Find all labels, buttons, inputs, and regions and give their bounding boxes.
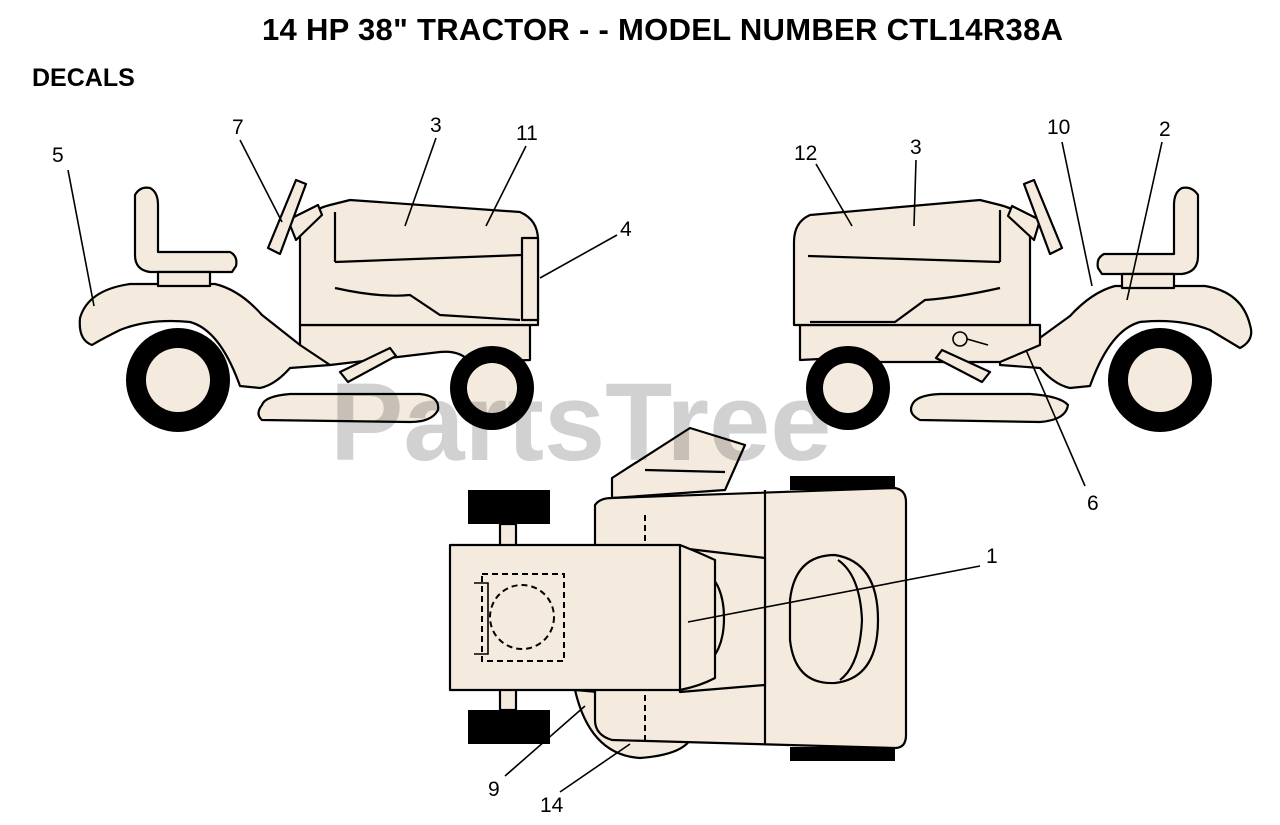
seat-base-left	[156, 270, 212, 288]
mower-deck-right	[909, 392, 1070, 424]
callout-5: 5	[52, 144, 64, 167]
steering-wheel-right	[1022, 178, 1064, 256]
pedal-right	[934, 348, 992, 384]
callout-9: 9	[488, 778, 500, 801]
callout-labels: 7 3 11 4 5 12 3 10 2 6 1 9 14	[52, 114, 1171, 817]
steering-column-right	[1006, 204, 1042, 242]
callout-14: 14	[540, 794, 564, 817]
leader-lines	[67, 137, 1163, 793]
callout-2: 2	[1159, 118, 1171, 141]
callout-3-right: 3	[910, 136, 922, 159]
callout-4: 4	[620, 218, 632, 241]
rear-fender-right	[998, 284, 1253, 390]
seat-left	[133, 186, 238, 274]
watermark: PartsTree	[330, 361, 831, 484]
tractor-right-side-view	[792, 178, 1253, 432]
section-heading: DECALS	[32, 64, 135, 92]
pedal-left	[338, 346, 398, 384]
grille-left	[520, 236, 540, 322]
callout-6: 6	[1087, 492, 1099, 515]
steering-wheel-top	[610, 426, 747, 500]
steering-column-left	[286, 203, 324, 242]
rear-fender-left	[78, 282, 332, 390]
mower-deck-left	[257, 392, 440, 424]
seat-right	[1096, 186, 1200, 276]
hood-top	[448, 543, 717, 692]
callout-1: 1	[986, 545, 998, 568]
seat-base-right	[1120, 272, 1176, 290]
tractor-top-view	[448, 426, 908, 761]
callout-11: 11	[516, 122, 538, 145]
seat-top	[788, 553, 880, 685]
tractor-left-side-view	[78, 178, 540, 432]
diagram-title: 14 HP 38" TRACTOR - - MODEL NUMBER CTL14…	[262, 12, 1064, 47]
steering-wheel-left	[266, 178, 308, 256]
callout-10: 10	[1047, 116, 1070, 139]
callout-3-left: 3	[430, 114, 442, 137]
callout-7: 7	[232, 116, 244, 139]
callout-12: 12	[794, 142, 817, 165]
